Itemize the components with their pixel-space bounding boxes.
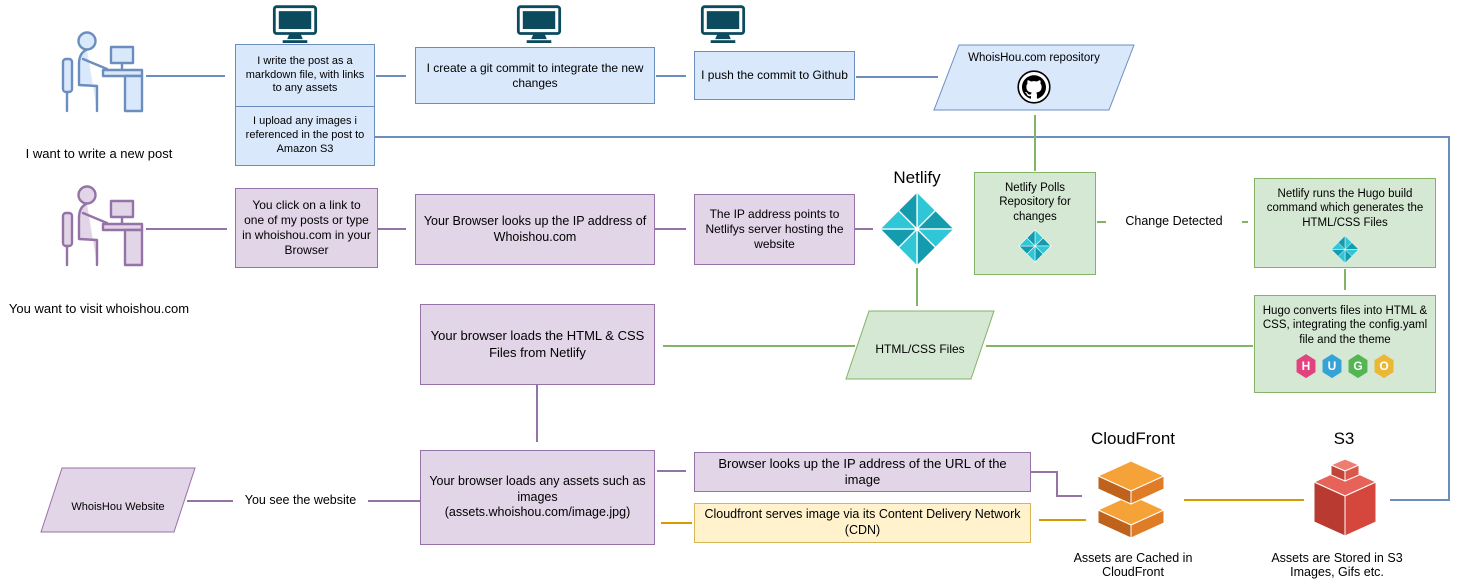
github-icon [1017, 70, 1051, 104]
hugo-letter-h-icon: H [1296, 354, 1316, 379]
netlify-build-step: Netlify runs the Hugo build command whic… [1254, 178, 1436, 268]
repository-node: WhoisHou.com repository [933, 44, 1135, 111]
cloudfront-icon [1096, 460, 1166, 539]
netlify-logo-icon [1018, 229, 1052, 263]
cloudfront-serves-step: Cloudfront serves image via its Content … [694, 503, 1031, 543]
html-css-files-label: HTML/CSS Files [875, 341, 965, 356]
browser-loads-assets-step: Your browser loads any assets such as im… [420, 450, 655, 545]
dns-lookup-step: Your Browser looks up the IP address of … [415, 194, 655, 265]
netlify-title: Netlify [893, 168, 941, 187]
author-actor-caption: I want to write a new post [25, 146, 173, 161]
netlify-logo-icon [1330, 235, 1360, 264]
cloudfront-caption: Assets are Cached in CloudFront [1073, 551, 1193, 579]
html-css-files-node: HTML/CSS Files [845, 310, 995, 380]
see-website-label: You see the website [233, 493, 368, 507]
hugo-logo: H U G O [1295, 354, 1395, 379]
browser-ip-image-step: Browser looks up the IP address of the U… [694, 452, 1031, 492]
computer-icon [700, 5, 746, 43]
netlify-polls-step: Netlify Polls Repository for changes [974, 172, 1096, 275]
author-person-icon [58, 28, 146, 120]
git-commit-step: I create a git commit to integrate the n… [415, 47, 655, 104]
netlify-build-label: Netlify runs the Hugo build command whic… [1266, 188, 1424, 229]
visitor-person-icon [58, 182, 146, 274]
s3-icon [1312, 458, 1378, 537]
visitor-actor-caption: You want to visit whoishou.com [8, 301, 190, 316]
cloudfront-title: CloudFront [1090, 429, 1176, 448]
s3-title: S3 [1333, 429, 1355, 448]
hugo-letter-g-icon: G [1348, 354, 1368, 379]
ip-points-step: The IP address points to Netlifys server… [694, 194, 855, 265]
parallelogram-shape [845, 310, 995, 380]
upload-images-step: I upload any images i referenced in the … [235, 106, 375, 166]
repository-label: WhoisHou.com repository [968, 52, 1100, 65]
hugo-converts-label: Hugo converts files into HTML & CSS, int… [1262, 305, 1428, 346]
write-post-step: I write the post as a markdown file, wit… [235, 44, 375, 107]
computer-icon [272, 5, 318, 43]
website-node: WhoisHou Website [40, 467, 196, 533]
change-detected-label: Change Detected [1106, 214, 1242, 228]
push-commit-step: I push the commit to Github [694, 51, 855, 100]
parallelogram-shape [40, 467, 196, 533]
website-label: WhoisHou Website [71, 501, 165, 514]
hugo-letter-u-icon: U [1322, 354, 1342, 379]
s3-caption: Assets are Stored in S3 Images, Gifs etc… [1271, 551, 1403, 579]
click-link-step: You click on a link to one of my posts o… [235, 188, 378, 268]
computer-icon [516, 5, 562, 43]
netlify-polls-label: Netlify Polls Repository for changes [999, 182, 1071, 223]
netlify-logo-icon [878, 190, 956, 268]
browser-loads-html-step: Your browser loads the HTML & CSS Files … [420, 304, 655, 385]
hugo-letter-o-icon: O [1374, 354, 1394, 379]
hugo-converts-step: Hugo converts files into HTML & CSS, int… [1254, 295, 1436, 393]
